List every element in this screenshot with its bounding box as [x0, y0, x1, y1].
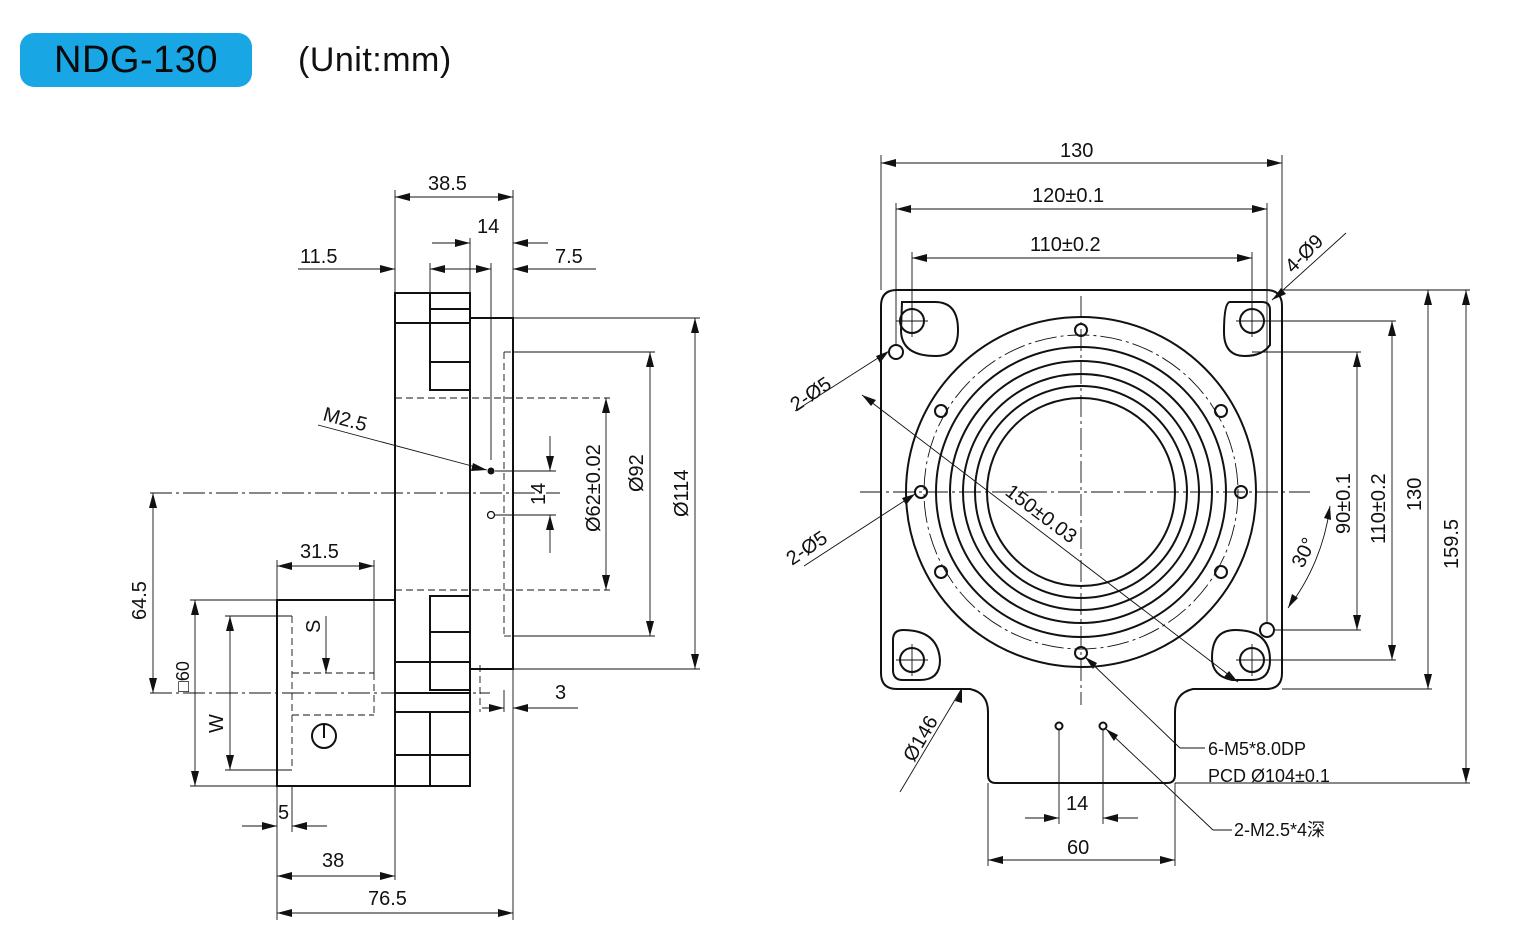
dim-60-bottom: 60: [1067, 837, 1089, 859]
dim-2phi5-upper: 2-Ø5: [786, 373, 835, 416]
dim-m2-5: M2.5: [321, 404, 370, 437]
unit-label: (Unit:mm): [298, 41, 452, 79]
dim-120: 120±0.1: [1032, 185, 1104, 207]
dim-phi92: Ø92: [626, 454, 648, 492]
dim-14-bottom: 14: [1066, 793, 1088, 815]
dim-sq60: □60: [173, 661, 193, 692]
front-view-holes: [888, 305, 1275, 731]
dim-30-deg: 30°: [1288, 534, 1321, 571]
dim-110-right: 110±0.2: [1368, 473, 1390, 544]
dim-38-5: 38.5: [428, 173, 467, 195]
dim-159-5: 159.5: [1441, 519, 1463, 569]
front-view: 130 120±0.1 110±0.2 4-Ø9 2-Ø5 2-Ø5 150±0…: [782, 140, 1470, 866]
dim-130-right: 130: [1404, 478, 1426, 511]
note-pcd: PCD Ø104±0.1: [1208, 766, 1330, 786]
dim-phi146: Ø146: [899, 712, 943, 765]
model-badge: NDG-130: [20, 33, 252, 87]
dim-130-top: 130: [1060, 140, 1093, 162]
dim-110-top: 110±0.2: [1030, 234, 1101, 256]
side-view-body: [276, 292, 514, 787]
note-m5-holes: 6-M5*8.0DP: [1208, 739, 1306, 759]
side-view: 38.5 14 11.5 7.5 M2.5 14 Ø62±0.02 Ø92 Ø1…: [129, 173, 700, 920]
note-m2-5-holes: 2-M2.5*4深: [1234, 820, 1325, 840]
dim-90: 90±0.1: [1333, 473, 1355, 534]
dim-38: 38: [322, 850, 344, 872]
dim-w: W: [206, 714, 228, 733]
dim-s: S: [303, 620, 325, 633]
front-view-circles: [860, 296, 1310, 705]
dim-14-top: 14: [477, 216, 499, 238]
dim-7-5: 7.5: [555, 246, 583, 268]
dim-64-5: 64.5: [129, 581, 151, 620]
front-view-arrowheads: [862, 159, 1470, 864]
dim-76-5: 76.5: [368, 888, 407, 910]
dim-11-5: 11.5: [300, 246, 337, 268]
dim-150: 150±0.03: [1001, 480, 1081, 548]
dim-phi62: Ø62±0.02: [583, 444, 605, 532]
front-view-flange-outline: [880, 289, 1283, 784]
dim-3: 3: [555, 682, 566, 704]
side-view-dimension-lines: [152, 190, 700, 920]
dim-31-5: 31.5: [300, 541, 339, 563]
dim-5: 5: [278, 802, 289, 824]
dim-phi114: Ø114: [671, 470, 693, 517]
side-view-arrowheads: [149, 193, 699, 917]
dim-14-holes: 14: [528, 483, 550, 505]
side-view-hidden-lines: [150, 351, 610, 770]
